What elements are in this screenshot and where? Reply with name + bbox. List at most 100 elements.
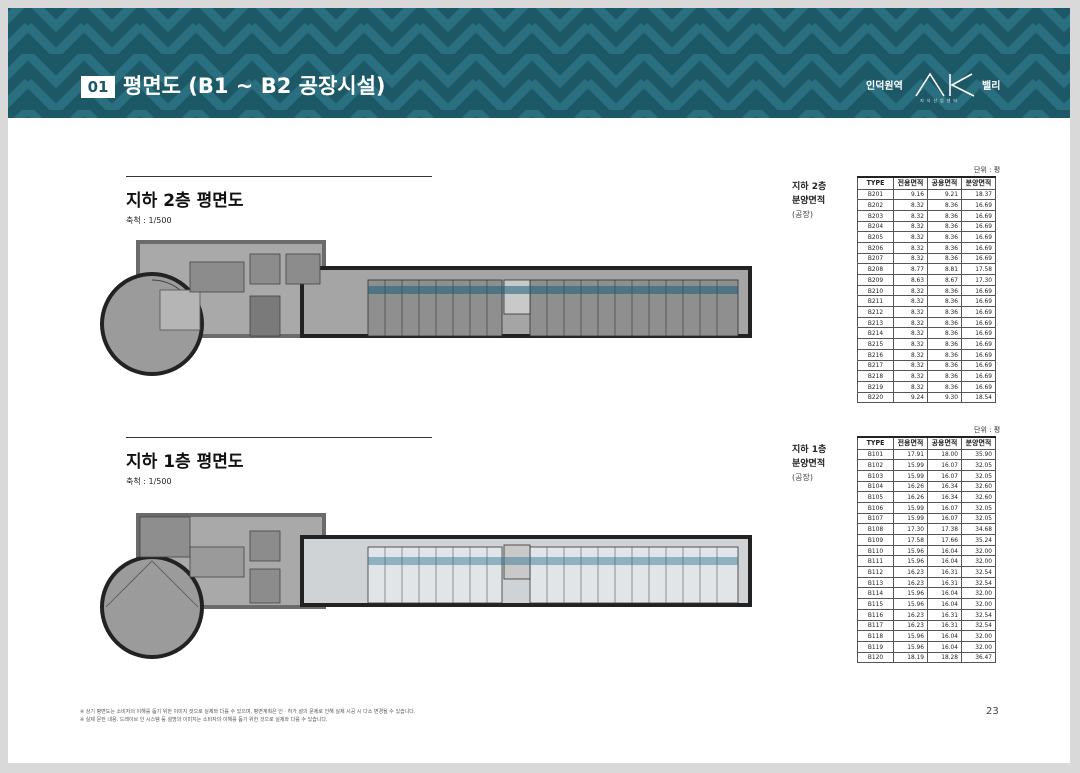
b1-floor-plan [100,513,752,659]
area-cell: 8.81 [927,263,962,275]
section-title: 평면도 (B1 ~ B2 공장시설) [123,74,386,98]
type-cell: B113 [857,576,894,589]
area-cell: 16.34 [927,480,962,493]
area-cell: 16.04 [927,630,962,642]
column-header: 전용면적 [893,436,928,450]
area-cell: 18.28 [927,651,962,664]
type-cell: B110 [857,544,894,557]
area-cell: 8.36 [927,241,962,254]
area-cell: 16.23 [893,619,928,632]
area-cell: 8.36 [927,370,962,382]
column-header: TYPE [857,176,894,190]
area-cell: 16.34 [927,491,962,503]
heading-rule [126,437,432,438]
area-cell: 36.47 [961,651,996,664]
type-cell: B114 [857,587,894,600]
column-header: 공용면적 [927,176,962,190]
area-cell: 8.36 [927,327,962,340]
area-cell: 16.07 [927,501,962,514]
area-cell: 16.69 [961,380,996,393]
type-cell: B216 [857,348,894,361]
type-cell: B201 [857,188,894,201]
area-cell: 8.36 [927,348,962,361]
area-cell: 16.04 [927,587,962,600]
area-cell: 8.32 [893,327,928,340]
column-header: TYPE [857,436,894,450]
b1-label-use: (공장) [792,473,813,482]
area-cell: 16.23 [893,608,928,621]
type-cell: B214 [857,327,894,340]
type-cell: B112 [857,566,894,578]
area-cell: 15.96 [893,630,928,642]
area-cell: 8.32 [893,370,928,382]
area-cell: 18.37 [961,188,996,201]
area-cell: 32.00 [961,598,996,610]
area-cell: 8.36 [927,316,962,329]
area-cell: 16.07 [927,512,962,525]
area-cell: 8.63 [893,274,928,286]
area-cell: 8.36 [927,338,962,350]
area-cell: 32.00 [961,544,996,557]
area-cell: 15.96 [893,598,928,610]
area-cell: 16.69 [961,370,996,382]
area-cell: 16.23 [893,576,928,589]
area-cell: 32.60 [961,491,996,503]
area-cell: 16.69 [961,338,996,350]
area-cell: 17.30 [961,274,996,286]
area-cell: 16.69 [961,348,996,361]
footnote-1: ※ 상기 평면도는 소비자의 이해를 돕기 위한 이미지 컷으로 실제와 다를 … [80,709,416,715]
column-header: 분양면적 [961,176,996,190]
logo-right-text: 밸리 [982,81,1001,92]
area-cell: 16.31 [927,619,962,632]
area-cell: 17.38 [927,523,962,535]
area-cell: 32.60 [961,480,996,493]
area-cell: 17.58 [961,263,996,275]
b1-plan-scale: 축척 : 1/500 [126,477,172,486]
type-cell: B111 [857,555,894,568]
area-cell: 32.00 [961,587,996,600]
brand-logo: 인덕원역 밸리 지식산업센터 [866,70,1006,110]
b2-table-label: 지하 2층 분양면적 (공장) [792,180,826,222]
type-cell: B205 [857,231,894,243]
b2-plan-scale: 축척 : 1/500 [126,216,172,225]
area-cell: 9.16 [893,188,928,201]
type-cell: B116 [857,608,894,621]
area-cell: 8.32 [893,241,928,254]
type-cell: B219 [857,380,894,393]
logo-subtext: 지식산업센터 [920,98,961,103]
area-cell: 16.26 [893,480,928,493]
type-cell: B108 [857,523,894,535]
area-cell: 32.54 [961,566,996,578]
area-cell: 16.04 [927,598,962,610]
area-cell: 8.32 [893,338,928,350]
area-cell: 32.54 [961,608,996,621]
type-cell: B215 [857,338,894,350]
area-cell: 15.99 [893,512,928,525]
type-cell: B105 [857,491,894,503]
area-cell: 16.04 [927,544,962,557]
area-cell: 16.04 [927,640,962,653]
area-cell: 8.36 [927,284,962,297]
area-cell: 32.05 [961,501,996,514]
area-cell: 17.58 [893,534,928,546]
type-cell: B217 [857,359,894,372]
area-cell: 16.69 [961,199,996,211]
footnote-2: ※ 실제 문헌 내용, 드레이브 인 시스템 등 설명의 이미지는 소비자의 이… [80,717,328,723]
